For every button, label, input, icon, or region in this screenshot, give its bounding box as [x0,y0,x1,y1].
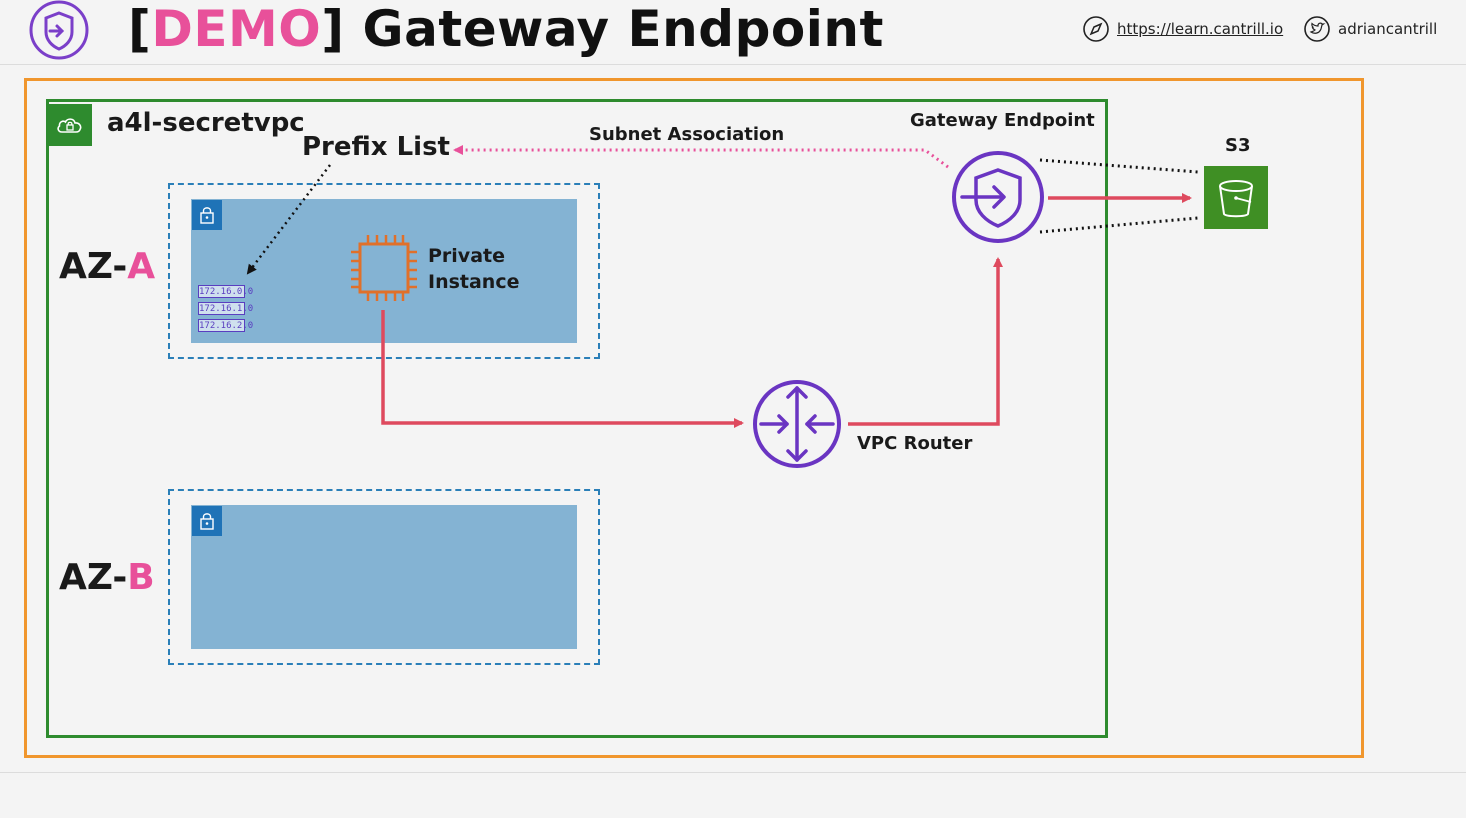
logo-icon [28,0,90,62]
prefix-list-arrow [246,164,331,275]
vpc-router-icon [753,380,841,468]
s3-label: S3 [1225,135,1251,156]
az-a-label: AZ-A [59,246,156,287]
ec2-instance-icon [349,233,419,303]
s3-bucket-icon [1204,166,1268,229]
gateway-endpoint-label: Gateway Endpoint [910,110,1095,131]
private-instance-label: Private Instance [428,245,520,293]
subnet-association-label: Subnet Association [589,124,785,145]
vpc-name: a4l-secretvpc [107,108,305,138]
cidr-entry: 172.16.0.0 [198,285,254,298]
twitter-icon [1303,15,1331,43]
subnet-association-arrow [453,145,949,169]
footer-divider [0,772,1466,773]
route-table: 172.16.0.0 172.16.1.0 172.16.2.0 [198,285,254,332]
subnet-b [191,505,577,649]
page-title: [DEMO] Gateway Endpoint [128,0,884,58]
website-link[interactable]: https://learn.cantrill.io [1117,20,1284,38]
prefix-list-label: Prefix List [302,132,450,162]
twitter-handle[interactable]: adriancantrill [1338,20,1438,38]
vpc-router-label: VPC Router [857,433,973,454]
vpc-boundary [46,99,1108,738]
cidr-entry: 172.16.1.0 [198,302,254,315]
gateway-endpoint-icon [952,151,1044,243]
cidr-entry: 172.16.2.0 [198,319,254,332]
endpoint-scope-line-top [1039,158,1199,174]
region-boundary [24,78,1364,758]
vpc-cloud-icon [48,104,92,146]
endpoint-scope-line-bottom [1039,216,1199,234]
router-to-endpoint-arrow [848,257,1003,426]
header-divider [0,64,1466,65]
subnet-a-lock-icon [192,200,222,230]
subnet-b-lock-icon [192,506,222,536]
title-demo: DEMO [151,0,322,58]
compass-icon [1082,15,1110,43]
az-b-label: AZ-B [59,557,155,598]
instance-to-router-arrow [381,310,744,428]
subnet-b-boundary [168,489,600,665]
